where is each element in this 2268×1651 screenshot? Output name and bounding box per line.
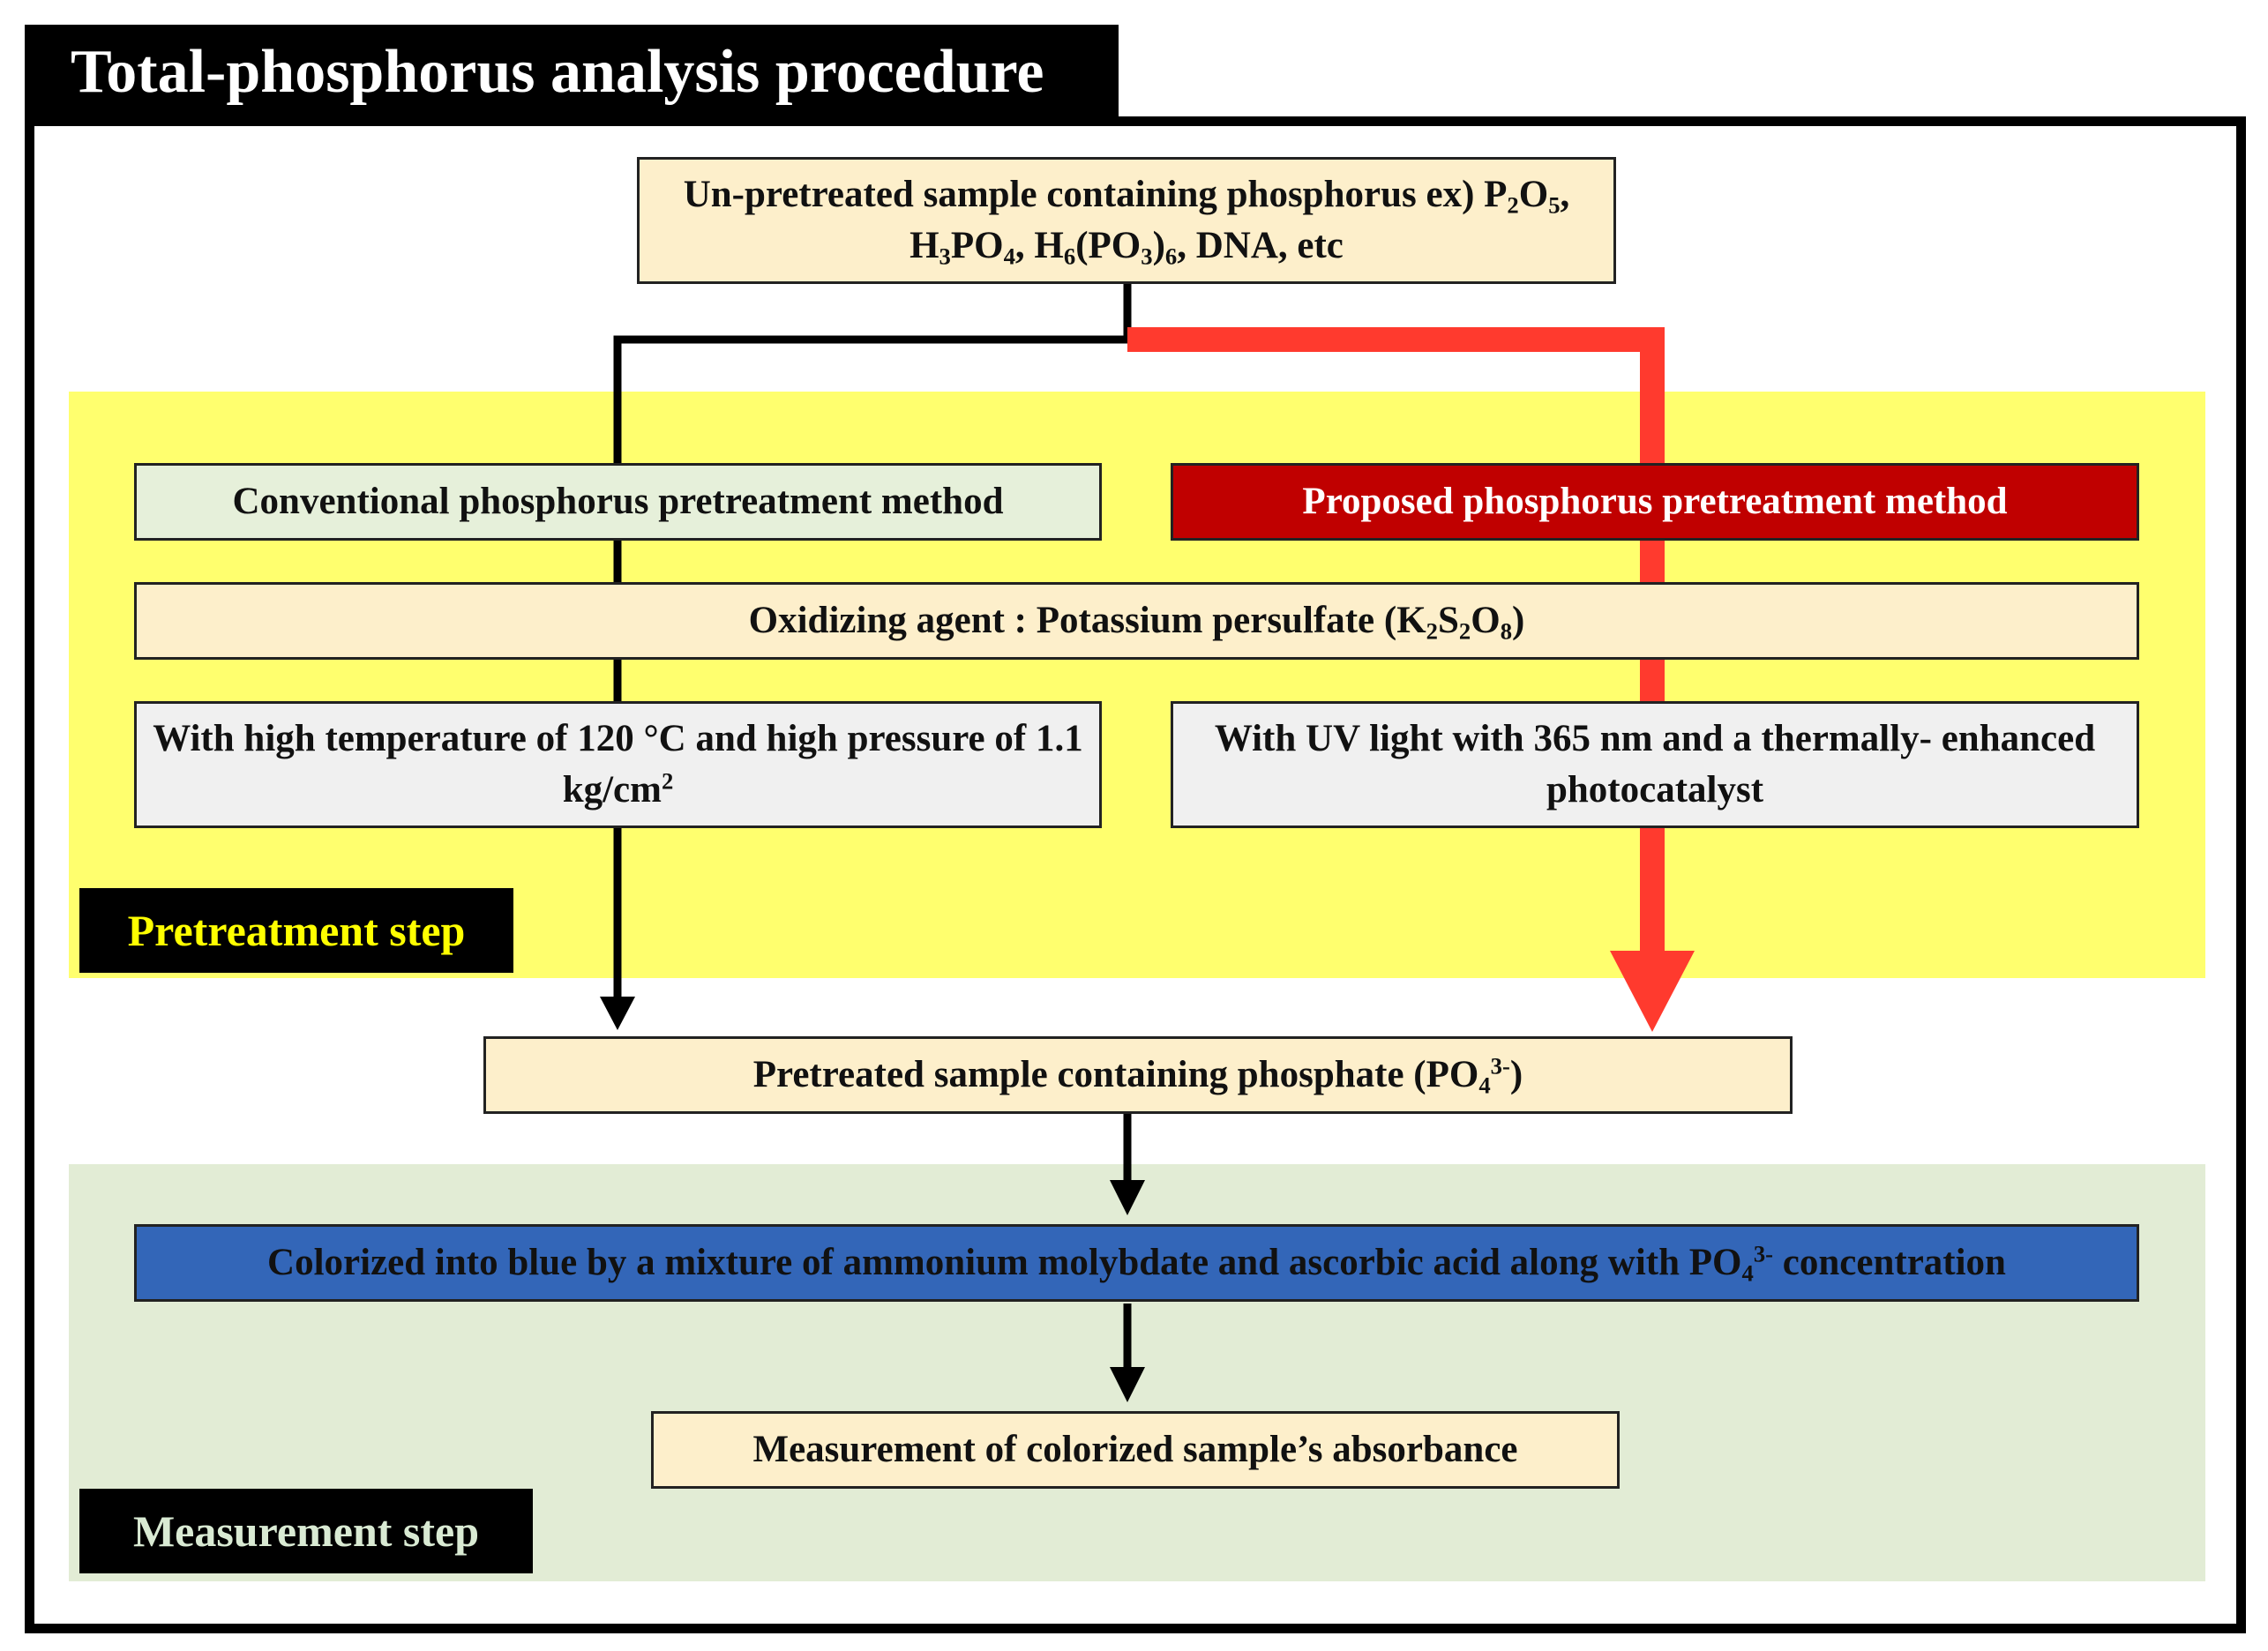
title-tab [25,25,1119,122]
arrowhead-conventional [600,997,635,1030]
uv-light-line2: enhanced photocatalyst [1546,717,2096,811]
pretreatment-step-tag: Pretreatment step [79,888,513,973]
oxidizing-agent-label: Oxidizing agent : Potassium persulfate (… [748,599,1525,645]
untreated-sample-line1: Un-pretreated sample containing phosphor… [683,173,1417,215]
diagram-title: Total-phosphorus analysis procedure [71,38,1044,106]
connector-to-conventional [613,282,1132,997]
conventional-method-label: Conventional phosphorus pretreatment met… [232,480,1004,522]
absorbance-measurement-box: Measurement of colorized sample’s absorb… [651,1411,1620,1489]
conventional-method-box: Conventional phosphorus pretreatment met… [134,463,1102,541]
pretreatment-step-label: Pretreatment step [127,906,466,955]
high-pressure-line2: pressure of 1.1 kg/cm2 [562,717,1083,811]
proposed-method-box: Proposed phosphorus pretreatment method [1171,463,2139,541]
measurement-step-label: Measurement step [132,1506,480,1556]
absorbance-measurement-label: Measurement of colorized sample’s absorb… [752,1428,1518,1470]
pretreated-sample-label: Pretreated sample containing phosphate (… [752,1052,1523,1099]
uv-light-condition-box: With UV light with 365 nm and a thermall… [1171,701,2139,828]
untreated-sample-box: Un-pretreated sample containing phosphor… [637,157,1616,284]
high-temperature-condition-box: With high temperature of 120 °C and high… [134,701,1102,828]
measurement-step-tag: Measurement step [79,1489,533,1573]
proposed-method-label: Proposed phosphorus pretreatment method [1302,480,2008,522]
colorization-box: Colorized into blue by a mixture of ammo… [134,1224,2139,1302]
oxidizing-agent-box: Oxidizing agent : Potassium persulfate (… [134,582,2139,660]
arrowhead-proposed [1610,951,1695,1032]
high-temperature-line1: With high temperature of 120 °C and high [153,717,838,759]
arrowhead-colorized [1110,1180,1145,1215]
pretreated-sample-box: Pretreated sample containing phosphate (… [483,1036,1793,1114]
colorization-label: Colorized into blue by a mixture of ammo… [267,1240,2006,1287]
untreated-sample-examples: ex) P2O5, H3PO4, H6(PO3)6, DNA, etc [909,173,1570,270]
arrowhead-measurement [1110,1367,1145,1402]
uv-light-line1: With UV light with 365 nm and a thermall… [1214,717,1932,759]
